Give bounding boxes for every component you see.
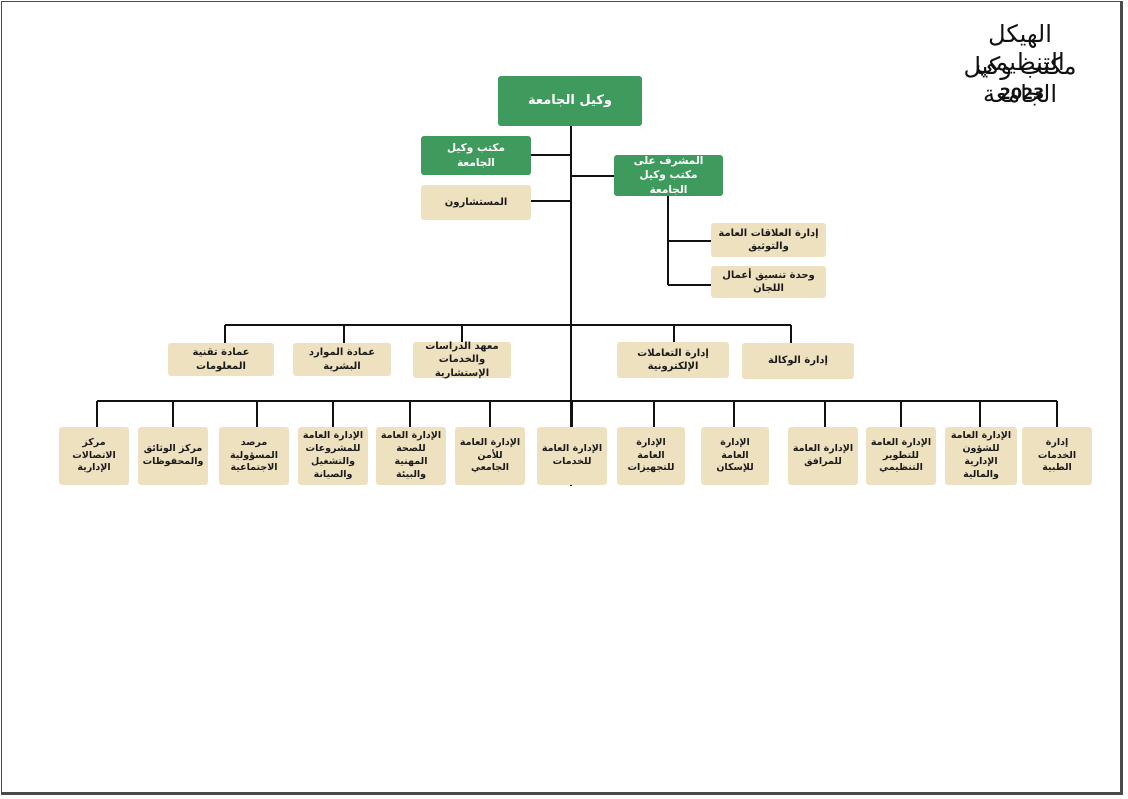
studies-institute-box[interactable]: معهد الدراسات والخدمات الإستشارية [413,341,511,379]
occupational-health-box[interactable]: الإدارة العامة للصحة المهنية والبيئة [376,427,446,485]
chart-title: الهيكل التنظيمي [975,20,1065,76]
admin-communications-box[interactable]: مركز الاتصالات الإدارية [59,427,129,485]
social-responsibility-box[interactable]: مرصد المسؤولية الاجتماعية [219,427,289,485]
advisors-box[interactable]: المستشارون [421,185,531,220]
hr-deanship-box[interactable]: عمادة الموارد البشرية [293,343,391,376]
chart-year: 2023 [999,84,1045,103]
services-box[interactable]: الإدارة العامة للخدمات [537,427,607,485]
it-deanship-box[interactable]: عمادة تقنية المعلومات [168,343,274,376]
admin-finance-box[interactable]: الإدارة العامة للشؤون الإدارية والمالية [945,427,1017,485]
org-development-box[interactable]: الإدارة العامة للتطوير التنظيمي [866,427,936,485]
university-security-box[interactable]: الإدارة العامة للأمن الجامعي [455,427,525,485]
chart-subtitle: مكتب وكيل الجامعة [963,52,1077,108]
committee-coordination-box[interactable]: وحدة تنسيق أعمال اللجان [711,266,826,298]
e-transactions-box[interactable]: إدارة التعاملات الإلكترونية [617,342,729,378]
vice-president-box[interactable]: وكيل الجامعة [498,76,642,126]
agency-admin-box[interactable]: إدارة الوكالة [742,343,854,379]
archives-center-box[interactable]: مركز الوثائق والمحفوظات [138,427,208,485]
pr-documentation-box[interactable]: إدارة العلاقات العامة والتوثيق [711,223,826,257]
facilities-box[interactable]: الإدارة العامة للمرافق [788,427,858,485]
projects-maintenance-box[interactable]: الإدارة العامة للمشروعات والتشغيل والصيا… [298,427,368,485]
equipment-box[interactable]: الإدارة العامة للتجهيزات [617,427,685,485]
medical-services-box[interactable]: إدارة الخدمات الطبية [1022,427,1092,485]
office-box[interactable]: مكتب وكيل الجامعة [421,136,531,175]
supervisor-box[interactable]: المشرف على مكتب وكيل الجامعة [614,155,723,196]
housing-box[interactable]: الإدارة العامة للإسكان [701,427,769,485]
